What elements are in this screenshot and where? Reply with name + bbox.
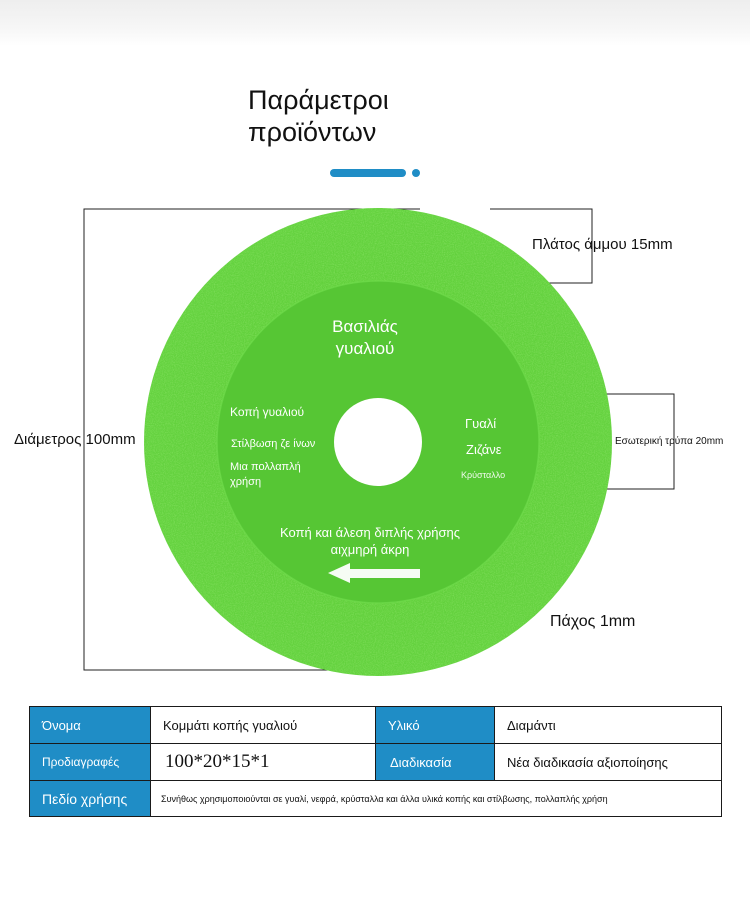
usage-value: Συνήθως χρησιμοποιούνται σε γυαλί, νεφρά… [150,780,722,817]
grit-width-label: Πλάτος άμμου 15mm [532,236,673,253]
spec-label: Προδιαγραφές [29,743,151,781]
material-label: Υλικό [375,706,495,744]
disc-text-dual-use: Κοπή και άλεση διπλής χρήσης αιχμηρή άκρ… [279,525,461,557]
disc-brand-line-2: γυαλιού [335,339,395,358]
disc-center-hole [334,398,422,486]
page-title: Παράμετροι προϊόντων [248,84,389,148]
diameter-label: Διάμετρος 100mm [14,431,136,448]
inner-hole-label: Εσωτερική τρύπα 20mm [615,436,724,447]
usage-label: Πεδίο χρήσης [29,780,151,817]
spec-row-specs: Προδιαγραφές 100*20*15*1 Διαδικασία Νέα … [29,743,722,781]
decorative-dot [412,169,420,177]
disc-brand-line-1: Βασιλιάς [332,317,398,336]
spec-row-name: Όνομα Κομμάτι κοπής γυαλιού Υλικό Διαμάν… [29,706,722,744]
disc-text-polishing: Στίλβωση ζε ίνων [231,438,316,450]
process-value: Νέα διαδικασία αξιοποίησης [494,743,722,781]
disc-text-crystal: Κρύσταλλο [461,470,506,480]
name-label: Όνομα [29,706,151,744]
title-line-1: Παράμετροι [248,85,389,115]
blade-diagram [83,208,675,676]
name-value: Κομμάτι κοπής γυαλιού [150,706,376,744]
arrow-left-icon [328,563,420,583]
disc-text-multi-use: Μια πολλαπλή χρήση [230,461,301,488]
disc-text-glass: Γυαλί [465,416,497,431]
thickness-label: Πάχος 1mm [550,613,636,630]
disc-text-glass-cutting: Κοπή γυαλιού [230,405,305,419]
disc-brand-text: Βασιλιάς γυαλιού [300,316,430,360]
process-label: Διαδικασία [375,743,495,781]
material-value: Διαμάντι [494,706,722,744]
diameter-bracket-line [83,208,420,671]
spec-table: Όνομα Κομμάτι κοπής γυαλιού Υλικό Διαμάν… [29,706,722,817]
spec-row-usage: Πεδίο χρήσης Συνήθως χρησιμοποιούνται σε… [29,780,722,817]
title-line-2: προϊόντων [248,117,377,147]
cutting-disc [144,208,612,676]
decorative-bar [330,169,406,177]
top-band [0,0,750,46]
spec-value: 100*20*15*1 [150,743,376,781]
disc-text-zizane: Ζιζάνε [466,442,502,457]
